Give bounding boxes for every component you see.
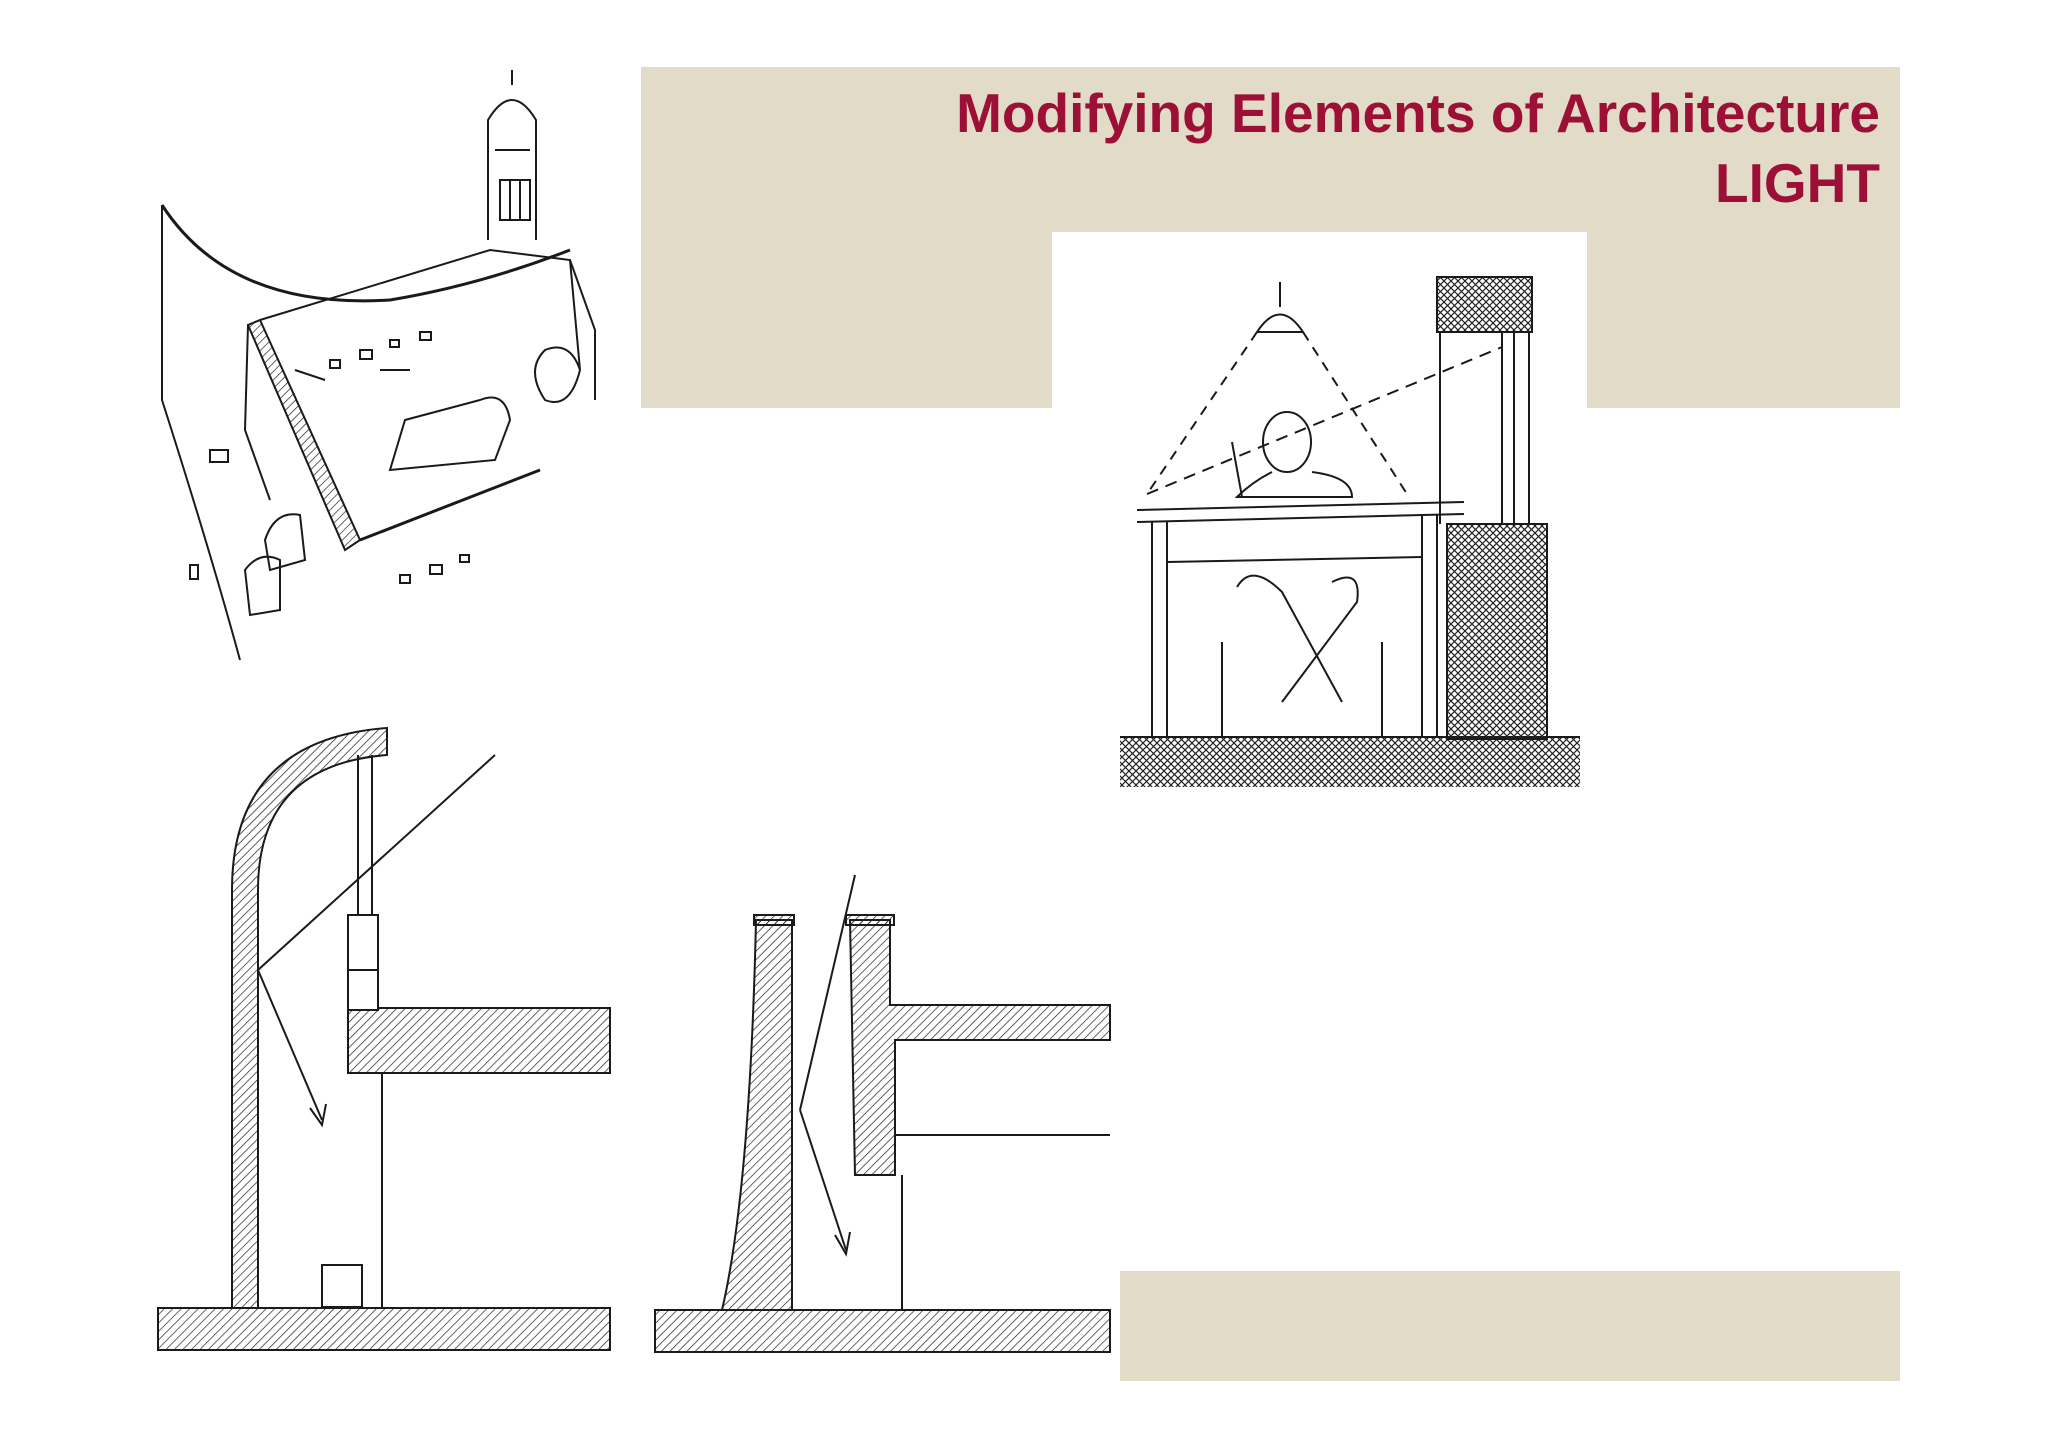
thick-wall-light-section-sketch	[650, 870, 1120, 1360]
slide-title-block: Modifying Elements of Architecture LIGHT	[956, 78, 1880, 218]
curved-wall-light-section-sketch	[150, 720, 620, 1360]
slide-subtitle: LIGHT	[1715, 152, 1880, 214]
desk-drawing	[1120, 276, 1580, 787]
curved-wall-drawing	[157, 726, 611, 1351]
bottom-panel	[1120, 1271, 1900, 1381]
desk-light-section-sketch	[1052, 232, 1587, 792]
slide-title: Modifying Elements of Architecture	[956, 82, 1880, 144]
thick-wall-drawing	[654, 874, 1111, 1353]
chapel-drawing	[160, 70, 596, 661]
chapel-axonometric-sketch	[150, 70, 620, 670]
